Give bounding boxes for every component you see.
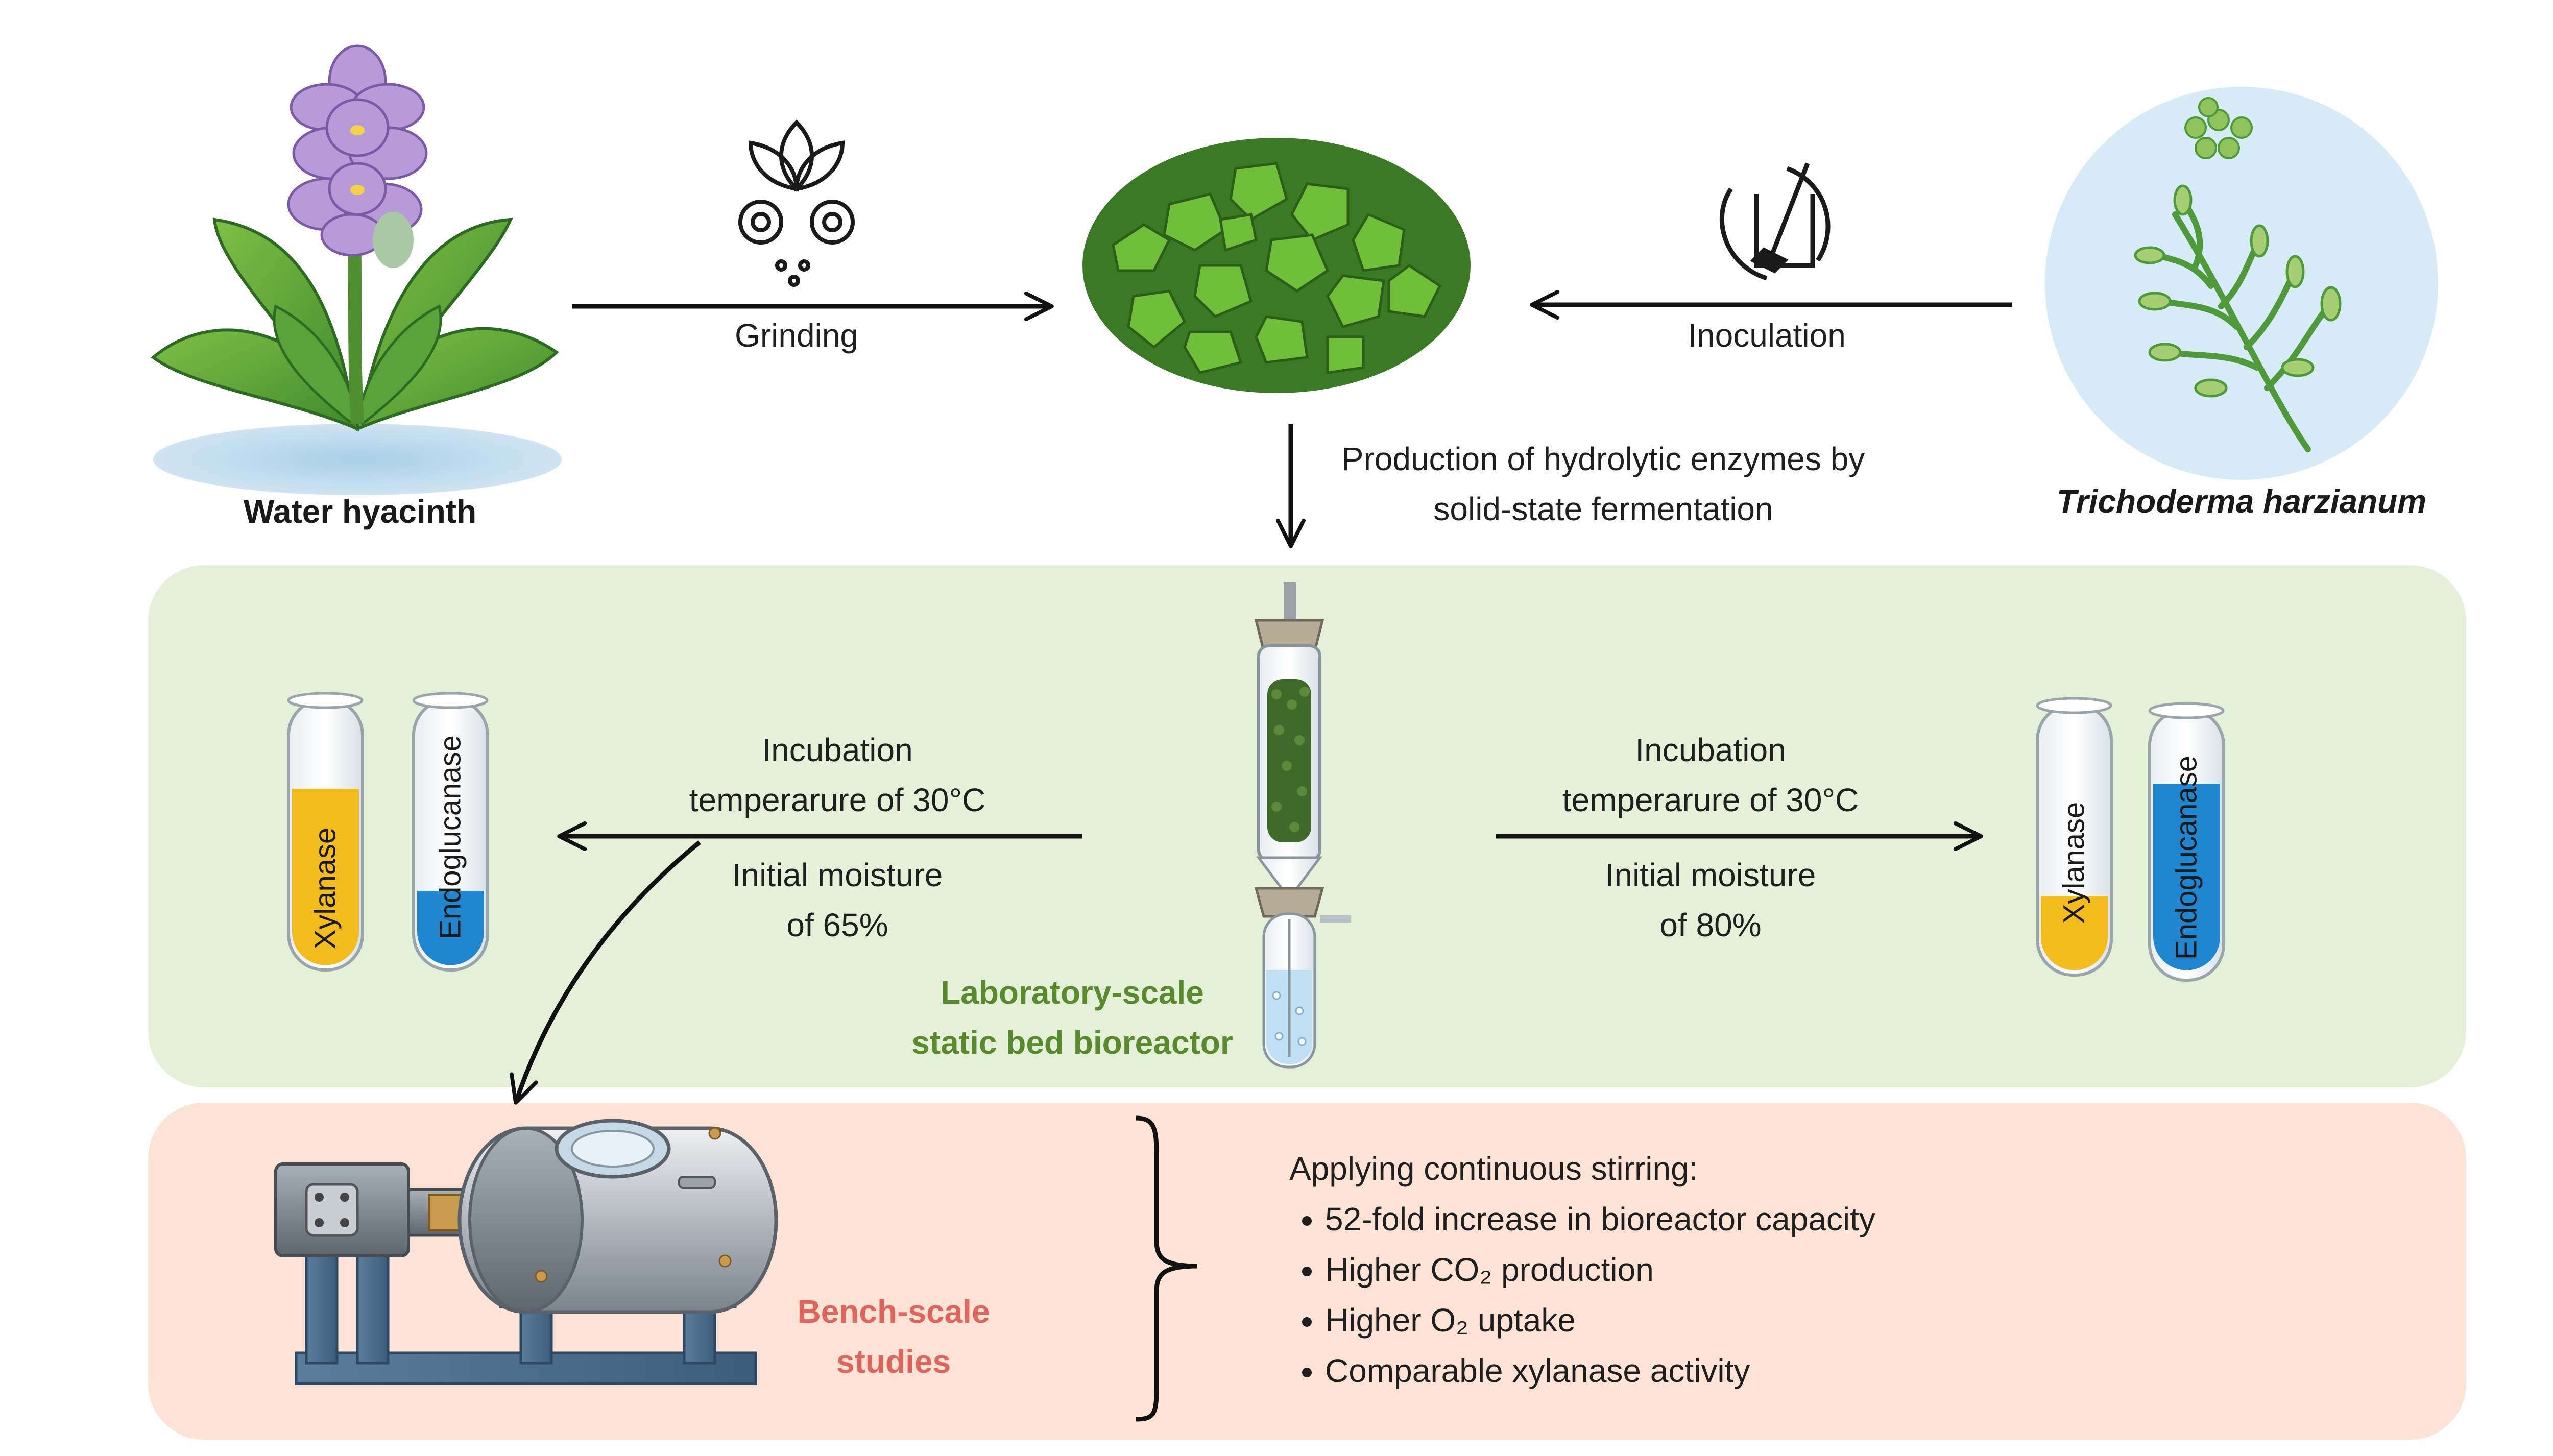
water-hyacinth-label: Water hyacinth: [243, 493, 477, 530]
left-moisture-line-1: Initial moisture: [732, 857, 943, 893]
left-condition-moisture: Initial moisture of 65%: [638, 850, 1037, 950]
left-incubation-line-2: temperarure of 30°C: [689, 782, 986, 818]
ground-biomass-illustration: [1082, 138, 1471, 393]
fermentation-line-1: Production of hydrolytic enzymes by: [1341, 441, 1865, 477]
fermentation-label: Production of hydrolytic enzymes by soli…: [1277, 434, 1930, 534]
benefits-list: 52-fold increase in bioreactor capacity …: [1289, 1194, 2106, 1396]
test-tube-endoglucanase-right: [2148, 702, 2225, 982]
bench-benefits: Applying continuous stirring: 52-fold in…: [1289, 1144, 2106, 1396]
right-condition-moisture: Initial moisture of 80%: [1511, 850, 1910, 950]
test-tube-xylanase-right: [2036, 697, 2113, 977]
arrow-to-bench: [510, 840, 701, 1105]
left-condition-incubation: Incubation temperarure of 30°C: [638, 725, 1037, 825]
static-bed-bioreactor-illustration: [1254, 582, 1351, 1069]
test-tube-xylanase-left: [287, 692, 364, 972]
trichoderma-illustration: [2045, 87, 2438, 480]
tube-label-xylanase-left: Xylanase: [308, 827, 342, 950]
bench-scale-bioreactor-illustration: [274, 1119, 778, 1385]
lab-reactor-line-2: static bed bioreactor: [911, 1024, 1233, 1061]
benefit-item: 52-fold increase in bioreactor capacity: [1325, 1194, 2106, 1245]
tube-label-xylanase-right: Xylanase: [2057, 802, 2091, 924]
trichoderma-label: Trichoderma harzianum: [2056, 483, 2427, 520]
lab-reactor-label: Laboratory-scale static bed bioreactor: [842, 967, 1302, 1067]
benefit-item: Comparable xylanase activity: [1325, 1346, 2106, 1396]
test-tube-endoglucanase-left: [412, 692, 489, 972]
left-moisture-line-2: of 65%: [786, 907, 888, 943]
water-hyacinth-illustration: [151, 44, 562, 495]
right-moisture-line-1: Initial moisture: [1605, 857, 1816, 893]
fermentation-line-2: solid-state fermentation: [1433, 491, 1773, 527]
lab-reactor-line-1: Laboratory-scale: [941, 974, 1204, 1011]
tube-label-endoglucanase-right: Endoglucanase: [2170, 756, 2203, 960]
inoculation-icon: [1719, 162, 1831, 281]
brace: [1136, 1115, 1198, 1422]
bench-scale-label: Bench-scale studies: [751, 1287, 1037, 1387]
right-incubation-line-2: temperarure of 30°C: [1562, 782, 1859, 818]
step-inoculation-label: Inoculation: [1688, 317, 1846, 354]
tube-label-endoglucanase-left: Endoglucanase: [433, 735, 467, 939]
bench-scale-line-1: Bench-scale: [797, 1293, 990, 1330]
grinding-icon: [738, 119, 855, 287]
benefit-item: Higher O₂ uptake: [1325, 1295, 2106, 1346]
bench-scale-line-2: studies: [836, 1343, 951, 1380]
benefit-item: Higher CO₂ production: [1325, 1245, 2106, 1295]
right-condition-incubation: Incubation temperarure of 30°C: [1511, 725, 1910, 825]
right-moisture-line-2: of 80%: [1659, 907, 1762, 943]
benefits-heading: Applying continuous stirring:: [1289, 1150, 1698, 1187]
step-grinding-label: Grinding: [735, 317, 858, 354]
left-incubation-line-1: Incubation: [762, 732, 913, 768]
right-incubation-line-1: Incubation: [1635, 732, 1786, 768]
